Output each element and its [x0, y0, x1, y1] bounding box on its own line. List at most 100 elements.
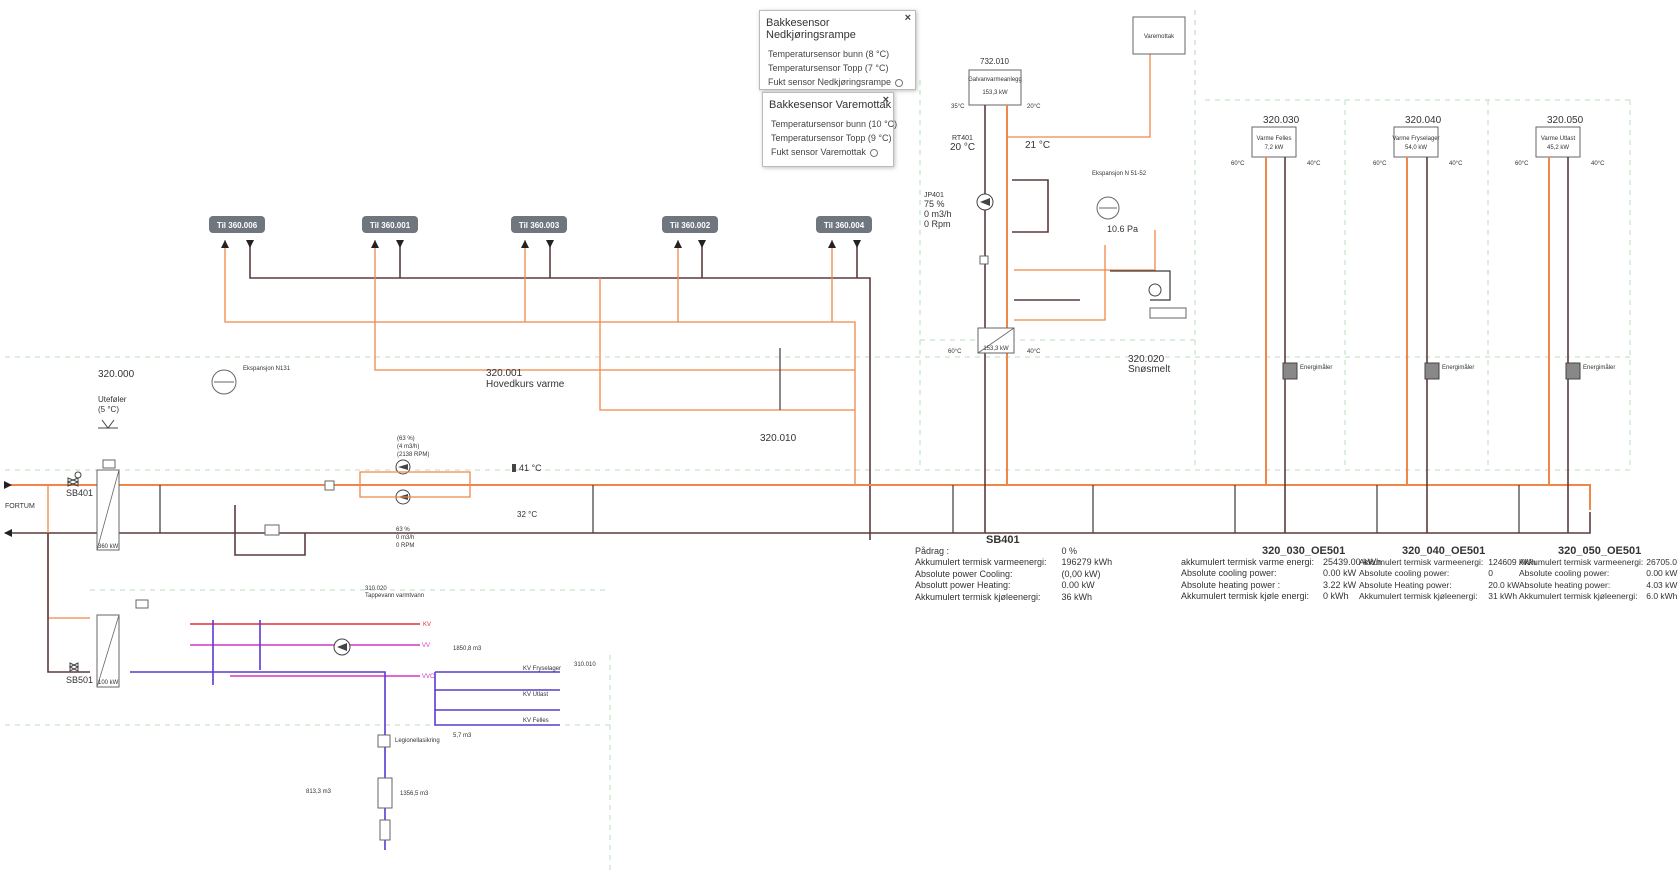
radiator-fryselager[interactable] — [1393, 126, 1439, 158]
branch-320030: 320.030 Varme Felles 7,2 kW 60°C 40°C En… — [1231, 115, 1332, 533]
galvan-t35: 35°C — [951, 104, 965, 110]
popup-varemottak-row: Temperatursensor bunn (10 °C) — [771, 119, 898, 129]
hx-t60: 60°C — [948, 349, 962, 355]
zone-320020-name: Snøsmelt — [1128, 364, 1170, 375]
svg-text:Varme Utlast: Varme Utlast — [1541, 136, 1576, 142]
expansion1-label: Ekspansjon N131 — [243, 366, 291, 372]
snosmelt-pressure: 10.6 Pa — [1107, 224, 1138, 234]
status-indicator-icon — [869, 148, 878, 157]
fortum-label: FORTUM — [5, 503, 35, 510]
kv-utlast-label: KV Utlast — [523, 692, 548, 698]
jp-hk-rpm: (2138 RPM) — [397, 452, 429, 458]
zone-320010: 320.010 — [760, 433, 797, 444]
zone-320020: 320.020 — [1128, 354, 1165, 365]
expansion-vessel-snosmelt[interactable] — [1096, 196, 1120, 220]
popup-nedkjoring-row: Temperatursensor Topp (7 °C) — [768, 63, 889, 73]
expansion2-label: Ekspansjon N 51-52 — [1092, 171, 1147, 177]
valve-sb401[interactable] — [66, 471, 82, 487]
info-sb401: SB401 Pådrag :0 % Akkumulert termisk var… — [915, 534, 1113, 602]
tag-360004[interactable]: Til 360.004 — [816, 216, 872, 233]
energimaler-040[interactable] — [1424, 362, 1440, 380]
close-icon[interactable]: × — [904, 12, 911, 24]
outdoor-sensor-icon[interactable] — [98, 419, 118, 429]
expansion-vessel-1[interactable] — [211, 369, 237, 395]
filter-ml401[interactable] — [324, 480, 335, 491]
galvan-label: Galvanvarmeanlegg — [968, 77, 1022, 83]
main-rt401-value: 41 °C — [519, 463, 542, 473]
valve-sb501[interactable] — [68, 662, 80, 672]
galvan-kw: 153,3 kW — [982, 90, 1008, 96]
svg-text:40°C: 40°C — [1449, 161, 1463, 167]
main-headers — [4, 481, 1591, 673]
zone-320001: 320.001 — [486, 368, 523, 379]
pump-vvc[interactable] — [333, 638, 351, 656]
svg-text:Energimåler: Energimåler — [1300, 364, 1332, 371]
svg-text:100 kW: 100 kW — [98, 680, 119, 686]
zone-320000: 320.000 — [98, 369, 135, 380]
galvan-rt501-value: 21 °C — [1025, 140, 1050, 151]
heat-exchanger-sb401[interactable]: 360 kW — [96, 459, 120, 551]
svg-text:Energimåler: Energimåler — [1583, 364, 1615, 371]
tag-360002[interactable]: Til 360.002 — [662, 216, 718, 233]
popup-nedkjoring-row: Temperatursensor bunn (8 °C) — [768, 49, 890, 59]
svg-text:320.040: 320.040 — [1405, 115, 1442, 126]
kv-felles-label: KV Felles — [523, 718, 549, 724]
branch-320050: 320.050 Varme Utlast 45,2 kW 60°C 40°C E… — [1515, 115, 1615, 533]
svg-text:360 kW: 360 kW — [98, 544, 119, 550]
heat-exchanger-sb501[interactable]: 100 kW — [96, 599, 149, 688]
svg-text:Til 360.003: Til 360.003 — [519, 221, 560, 230]
filter-unit[interactable] — [377, 777, 393, 809]
svg-text:60°C: 60°C — [1231, 161, 1245, 167]
legionella-box[interactable] — [377, 734, 391, 748]
svg-text:320.030: 320.030 — [1263, 115, 1300, 126]
zone-732010: 732.010 — [980, 57, 1009, 66]
tappevann-label: Tappevann varmtvann — [365, 593, 424, 599]
close-icon[interactable]: × — [882, 94, 889, 106]
jp402-flow: 0 m3/h — [396, 535, 414, 541]
destination-tags: Til 360.006 Til 360.001 Til 360.003 Til … — [209, 216, 872, 233]
tag-360006[interactable]: Til 360.006 — [209, 216, 265, 233]
svg-text:60°C: 60°C — [1373, 161, 1387, 167]
svg-text:Til 360.004: Til 360.004 — [824, 221, 865, 230]
outdoor-temp: (5 °C) — [98, 405, 119, 414]
svg-text:Varme Fryselager: Varme Fryselager — [1392, 136, 1439, 142]
volume-1: 1850,8 m3 — [453, 646, 482, 652]
radiator-utlast[interactable] — [1535, 126, 1581, 158]
zone-boundaries — [5, 10, 1631, 874]
pump-jp401-galvan[interactable] — [976, 193, 994, 211]
tag-360001[interactable]: Til 360.001 — [362, 216, 418, 233]
sb501-label: SB501 — [66, 675, 93, 685]
utefoler-label: Uteføler — [98, 395, 127, 404]
tag-360003[interactable]: Til 360.003 — [511, 216, 567, 233]
radiator-felles[interactable] — [1251, 126, 1297, 158]
filter-ml401-galvan[interactable] — [979, 255, 989, 265]
branch-320040: 320.040 Varme Fryselager 54,0 kW 60°C 40… — [1373, 115, 1474, 533]
jp-hk-pct: (63 %) — [397, 436, 415, 442]
thermometer-rt401-main[interactable] — [512, 464, 516, 472]
hx-t40: 40°C — [1027, 349, 1041, 355]
kv-fryselager-label: KV Fryselager — [523, 666, 561, 672]
svg-text:320.050: 320.050 — [1547, 115, 1584, 126]
energimaler-050[interactable] — [1565, 362, 1581, 380]
legionella-label: Legionellasikring — [395, 738, 440, 744]
pump-jp401[interactable] — [395, 459, 411, 475]
popup-varemottak: Bakkesensor Varemottak × Temperatursenso… — [762, 92, 898, 167]
volume-3: 1356,5 m3 — [400, 791, 429, 797]
galvanvarmeanlegg-box[interactable] — [968, 69, 1022, 106]
galvan-jp401-pct: 75 % — [924, 199, 945, 209]
svg-text:40°C: 40°C — [1307, 161, 1321, 167]
volume-2: 5,7 m3 — [453, 733, 472, 739]
svg-text:7,2 kW: 7,2 kW — [1265, 145, 1284, 151]
info-320040: 320_040_OE501 Akkumulert termisk varmeen… — [1359, 545, 1536, 601]
svg-text:Varme Felles: Varme Felles — [1257, 136, 1292, 142]
jp-hk-flow: (4 m3/h) — [397, 444, 419, 450]
pump-snosmelt[interactable] — [1148, 283, 1162, 297]
energimaler-030[interactable] — [1282, 362, 1298, 380]
svg-text:45,2 kW: 45,2 kW — [1547, 145, 1569, 151]
distribution-pipes — [221, 240, 871, 540]
main-rt501-value: 32 °C — [517, 510, 537, 519]
varemottak-box[interactable] — [1132, 16, 1186, 55]
svg-text:54,0 kW: 54,0 kW — [1405, 145, 1427, 151]
mixing-valve-sv501[interactable] — [264, 524, 280, 536]
